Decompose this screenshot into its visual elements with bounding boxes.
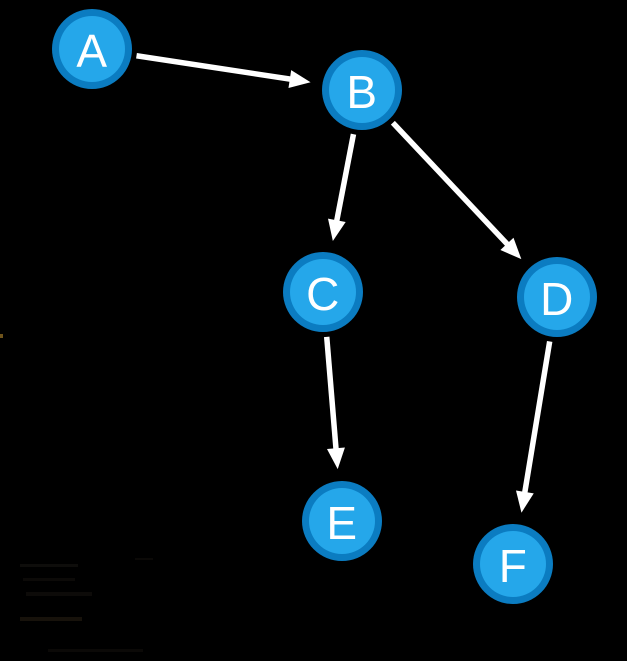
node-label: B — [346, 66, 377, 118]
graph-node-a[interactable]: A — [52, 9, 132, 89]
edge-d-f — [515, 340, 553, 513]
node-label: E — [326, 497, 357, 549]
node-fill — [524, 264, 590, 330]
node-label: D — [540, 273, 574, 325]
graph-node-d[interactable]: D — [517, 257, 597, 337]
node-fill — [309, 488, 375, 554]
node-label: F — [499, 540, 528, 592]
edge-b-c — [328, 133, 357, 241]
edge-line — [521, 340, 553, 496]
arrowhead-icon — [288, 70, 311, 88]
edge-line — [390, 120, 512, 248]
arrowhead-icon — [326, 447, 345, 470]
graph-node-b[interactable]: B — [322, 50, 402, 130]
arrowhead-icon — [328, 218, 346, 241]
edge-line — [333, 133, 357, 224]
node-label: A — [76, 25, 107, 77]
graph-node-c[interactable]: C — [283, 252, 363, 332]
arrowhead-icon — [515, 490, 534, 513]
graph-node-f[interactable]: F — [473, 524, 553, 604]
node-fill — [59, 16, 125, 82]
edge-a-b — [136, 53, 311, 88]
graph-node-e[interactable]: E — [302, 481, 382, 561]
edge-c-e — [323, 336, 345, 470]
edge-line — [136, 53, 294, 83]
node-fill — [290, 259, 356, 325]
arrowhead-icon — [500, 237, 522, 260]
node-fill — [329, 57, 395, 123]
edge-line — [323, 336, 339, 452]
node-fill — [480, 531, 546, 597]
edge-b-d — [390, 120, 522, 260]
node-label: C — [306, 268, 340, 320]
